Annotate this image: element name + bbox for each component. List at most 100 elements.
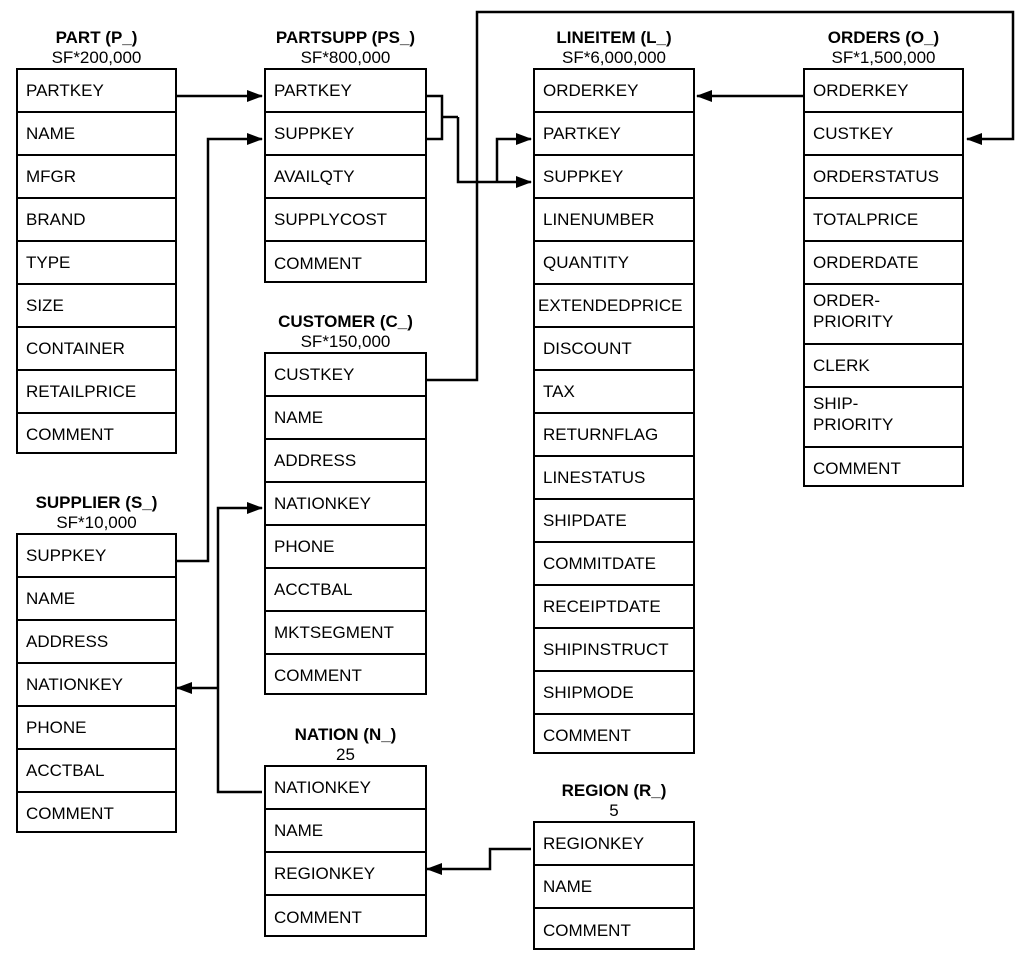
attribute-row: RECEIPTDATE [535,586,693,629]
attribute-row: ORDERDATE [805,242,962,285]
entity-nation-box: NATIONKEY NAME REGIONKEY COMMENT [264,765,427,937]
entity-customer-cardinality: SF*150,000 [300,332,391,351]
entity-orders-cardinality: SF*1,500,000 [831,48,936,67]
attribute-row: COMMENT [274,666,362,685]
attribute-row: SHIPDATE [535,500,693,543]
attribute-row: PARTKEY [535,113,693,156]
attribute-row: CONTAINER [18,328,175,371]
link-partsupp-bracket [427,94,444,141]
entity-lineitem-cardinality: SF*6,000,000 [562,48,666,67]
attribute-row: PARTKEY [266,70,425,113]
attribute-row: COMMENT [26,804,114,823]
attribute-row: BRAND [18,199,175,242]
entity-region-title: REGION (R_) [561,781,667,800]
attribute-row: SHIP-PRIORITY [805,388,962,448]
attribute-row: TAX [535,371,693,414]
entity-nation: NATION (N_) 25 NATIONKEY NAME REGIONKEY … [264,725,427,937]
attribute-row: ORDERKEY [805,70,962,113]
attribute-row: MKTSEGMENT [266,612,425,655]
attribute-row: RETAILPRICE [18,371,175,414]
entity-part-box: PARTKEY NAME MFGR BRAND TYPE SIZE CONTAI… [16,68,177,454]
attribute-row: SIZE [18,285,175,328]
entity-supplier-box: SUPPKEY NAME ADDRESS NATIONKEY PHONE ACC… [16,533,177,833]
entity-nation-title: NATION (N_) [294,725,397,744]
entity-part: PART (P_) SF*200,000 PARTKEY NAME MFGR B… [16,28,177,454]
entity-customer: CUSTOMER (C_) SF*150,000 CUSTKEY NAME AD… [264,312,427,695]
attribute-row: MFGR [18,156,175,199]
link-region-nation [426,847,531,875]
attribute-row: SHIPMODE [535,672,693,715]
attribute-row: LINENUMBER [535,199,693,242]
attribute-row: RETURNFLAG [535,414,693,457]
attribute-row: COMMENT [543,920,631,940]
entity-lineitem-title: LINEITEM (L_) [556,28,672,47]
attribute-row: NATIONKEY [266,483,425,526]
attribute-row: QUANTITY [535,242,693,285]
attribute-row: SUPPLYCOST [266,199,425,242]
attribute-row: COMMENT [813,458,901,478]
attribute-row: NAME [266,397,425,440]
attribute-row: ADDRESS [266,440,425,483]
attribute-row: PARTKEY [18,70,175,113]
attribute-row: NAME [266,810,425,853]
attribute-row: PHONE [266,526,425,569]
link-supplier-partsupp [177,133,263,563]
attribute-row: COMMENT [274,907,362,927]
entity-nation-cardinality: 25 [336,745,355,764]
attribute-row: SUPPKEY [535,156,693,199]
attribute-row: ACCTBAL [18,750,175,793]
attribute-row: ACCTBAL [266,569,425,612]
entity-supplier: SUPPLIER (S_) SF*10,000 SUPPKEY NAME ADD… [16,493,177,833]
entity-customer-box: CUSTKEY NAME ADDRESS NATIONKEY PHONE ACC… [264,352,427,695]
entity-orders-box: ORDERKEY CUSTKEY ORDERSTATUS TOTALPRICE … [803,68,964,487]
attribute-row: CLERK [805,345,962,388]
entity-part-title: PART (P_) [55,28,138,47]
attribute-row: SUPPKEY [266,113,425,156]
attribute-row: ORDERKEY [535,70,693,113]
attribute-row: SHIPINSTRUCT [535,629,693,672]
attribute-row: NATIONKEY [18,664,175,707]
attribute-row: DISCOUNT [535,328,693,371]
attribute-row: ORDERSTATUS [805,156,962,199]
entity-lineitem-box: ORDERKEY PARTKEY SUPPKEY LINENUMBER QUAN… [533,68,695,754]
entity-partsupp-cardinality: SF*800,000 [300,48,391,67]
entity-region-cardinality: 5 [609,801,619,820]
attribute-row: LINESTATUS [535,457,693,500]
attribute-row: REGIONKEY [266,853,425,896]
entity-region: REGION (R_) 5 REGIONKEY NAME COMMENT [533,781,695,950]
attribute-row: CUSTKEY [805,113,962,156]
entity-orders-title: ORDERS (O_) [827,28,940,47]
attribute-row: COMMENT [543,726,631,745]
attribute-row: NAME [18,578,175,621]
attribute-row: TOTALPRICE [805,199,962,242]
attribute-row: NAME [535,866,693,909]
attribute-row: AVAILQTY [266,156,425,199]
attribute-row: PHONE [18,707,175,750]
attribute-row: CUSTKEY [266,354,425,397]
attribute-row: ORDER-PRIORITY [805,285,962,345]
attribute-row: NATIONKEY [266,767,425,810]
link-nation-trunk [216,502,263,794]
link-partsupp-lineitem-partkey [495,133,532,182]
attribute-row: EXTENDEDPRICE [535,285,693,328]
attribute-row: COMMENT [26,425,114,444]
entity-partsupp: PARTSUPP (PS_) SF*800,000 PARTKEY SUPPKE… [264,28,427,283]
entity-partsupp-box: PARTKEY SUPPKEY AVAILQTY SUPPLYCOST COMM… [264,68,427,283]
attribute-row: SUPPKEY [18,535,175,578]
attribute-row: COMMENT [274,253,362,273]
entity-region-box: REGIONKEY NAME COMMENT [533,821,695,950]
attribute-row: NAME [18,113,175,156]
entity-orders: ORDERS (O_) SF*1,500,000 ORDERKEY CUSTKE… [803,28,964,487]
entity-partsupp-title: PARTSUPP (PS_) [275,28,416,47]
entity-customer-title: CUSTOMER (C_) [278,312,413,331]
entity-supplier-cardinality: SF*10,000 [56,513,137,532]
attribute-row: COMMITDATE [535,543,693,586]
attribute-row: REGIONKEY [535,823,693,866]
entity-lineitem: LINEITEM (L_) SF*6,000,000 ORDERKEY PART… [533,28,695,754]
attribute-row: ADDRESS [18,621,175,664]
entity-part-cardinality: SF*200,000 [51,48,142,67]
entity-supplier-title: SUPPLIER (S_) [35,493,158,512]
link-partsupp-to-lineitem-trunk [456,117,497,184]
